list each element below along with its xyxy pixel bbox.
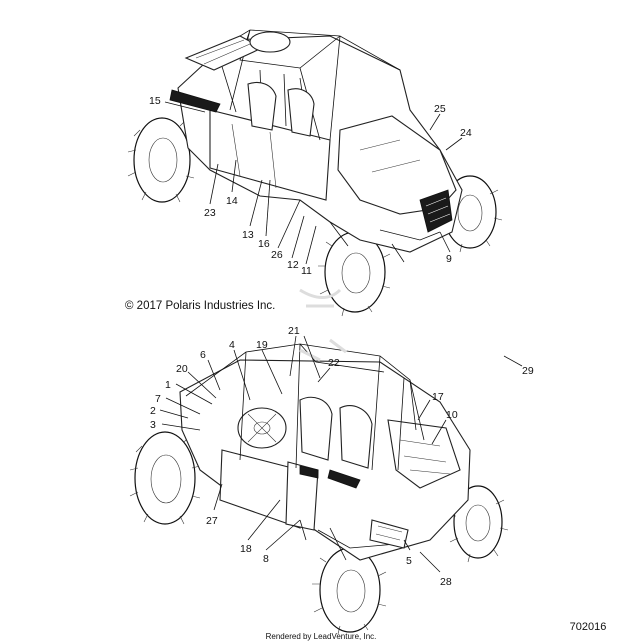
copyright-text: © 2017 Polaris Industries Inc. (125, 300, 275, 312)
callout-16: 16 (258, 238, 270, 250)
callout-28: 28 (440, 576, 452, 588)
callout-27: 27 (206, 515, 218, 527)
bottom-leader-lines (159, 335, 523, 573)
rendered-by-text: Rendered by LeadVenture, Inc. (266, 632, 377, 641)
callout-21: 21 (288, 325, 300, 337)
callout-24: 24 (460, 127, 472, 139)
callout-14: 14 (226, 195, 238, 207)
callout-17: 17 (432, 391, 444, 403)
bottom-callouts: 21 6 4 19 22 20 29 1 7 17 2 10 3 27 18 8… (150, 325, 534, 588)
callout-23: 23 (204, 207, 216, 219)
bottom-vehicle-drawing (129, 338, 509, 635)
bottom-front-right-wheel (448, 485, 509, 563)
callout-22: 22 (328, 357, 340, 369)
callout-20: 20 (176, 363, 188, 375)
callout-18: 18 (240, 543, 252, 555)
callout-29: 29 (522, 365, 534, 377)
callout-12: 12 (287, 259, 299, 271)
callout-15: 15 (149, 95, 161, 107)
callout-25: 25 (434, 103, 446, 115)
callout-26: 26 (271, 249, 283, 261)
callout-1: 1 (165, 379, 171, 391)
top-vehicle-drawing (127, 29, 503, 317)
callout-8: 8 (263, 553, 269, 565)
callout-6: 6 (200, 349, 206, 361)
callout-19: 19 (256, 339, 268, 351)
diagram-id: 702016 (570, 621, 607, 633)
top-callouts: 15 25 24 23 14 13 16 26 12 11 9 (149, 95, 472, 277)
bottom-front-left-wheel (312, 545, 387, 635)
callout-2: 2 (150, 405, 156, 417)
callout-3: 3 (150, 419, 156, 431)
callout-9: 9 (446, 253, 452, 265)
callout-5: 5 (406, 555, 412, 567)
callout-10: 10 (446, 409, 458, 421)
top-leader-lines (164, 101, 463, 265)
callout-11: 11 (301, 265, 312, 277)
callout-4: 4 (229, 339, 235, 351)
callout-7: 7 (155, 393, 161, 405)
bottom-rear-left-wheel (129, 431, 201, 525)
callout-13: 13 (242, 229, 254, 241)
